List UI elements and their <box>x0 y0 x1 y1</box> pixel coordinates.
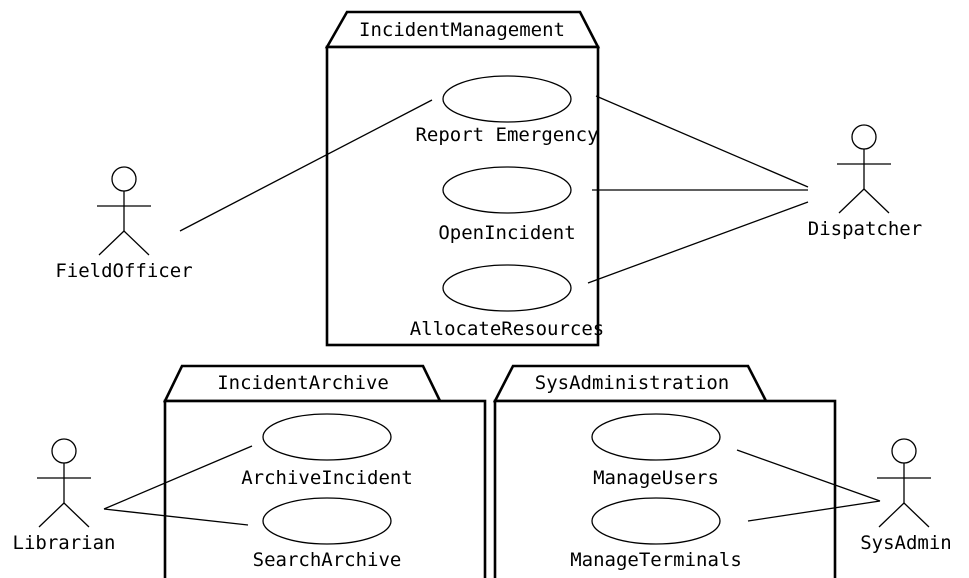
use-case-label: ManageUsers <box>593 467 719 489</box>
use-case-ellipse <box>591 413 721 461</box>
actor-sys-admin: SysAdmin <box>860 438 952 554</box>
use-case-label: AllocateResources <box>410 318 604 340</box>
use-case-label: ManageTerminals <box>570 549 742 571</box>
use-case-label: Report Emergency <box>415 124 598 146</box>
use-case-manage-users: ManageUsers <box>591 413 721 489</box>
actor-stick-figure-icon <box>37 438 91 528</box>
use-case-ellipse <box>262 497 392 545</box>
actor-stick-figure-icon <box>97 166 151 256</box>
actor-librarian: Librarian <box>13 438 116 554</box>
actor-stick-figure-icon <box>877 438 931 528</box>
association-dispatcher-reportemergency <box>595 95 809 188</box>
use-case-manage-terminals: ManageTerminals <box>570 497 742 571</box>
use-case-ellipse <box>442 264 572 312</box>
use-case-label: ArchiveIncident <box>241 467 413 489</box>
use-case-allocate-resources: AllocateResources <box>410 264 604 340</box>
actor-dispatcher: Dispatcher <box>808 124 922 240</box>
actor-name: Librarian <box>13 532 116 554</box>
use-case-label: SearchArchive <box>253 549 402 571</box>
association-sysadmin-manageterminals <box>747 500 881 522</box>
use-case-report-emergency: Report Emergency <box>415 75 599 146</box>
actor-stick-figure-icon <box>837 124 891 214</box>
association-librarian-archiveincident <box>103 445 253 510</box>
actor-name: Dispatcher <box>808 218 922 240</box>
use-case-search-archive: SearchArchive <box>253 497 402 571</box>
use-case-ellipse <box>442 166 572 214</box>
use-case-archive-incident: ArchiveIncident <box>241 413 413 489</box>
package-sys-administration: SysAdministration <box>492 364 837 578</box>
actor-name: FieldOfficer <box>55 260 192 282</box>
association-fieldofficer-reportemergency <box>179 99 433 232</box>
package-name: IncidentManagement <box>359 19 565 41</box>
use-case-ellipse <box>442 75 572 123</box>
use-case-ellipse <box>262 413 392 461</box>
package-name: SysAdministration <box>535 372 729 394</box>
association-sysadmin-manageusers <box>736 449 881 502</box>
actor-field-officer: FieldOfficer <box>55 166 193 282</box>
actor-name: SysAdmin <box>860 532 952 554</box>
association-librarian-searcharchive <box>103 508 249 526</box>
use-case-label: OpenIncident <box>438 222 575 244</box>
use-case-open-incident: OpenIncident <box>438 166 576 244</box>
associations <box>103 95 881 526</box>
use-case-ellipse <box>591 497 721 545</box>
package-name: IncidentArchive <box>217 372 389 394</box>
association-dispatcher-allocateresources <box>587 201 809 284</box>
